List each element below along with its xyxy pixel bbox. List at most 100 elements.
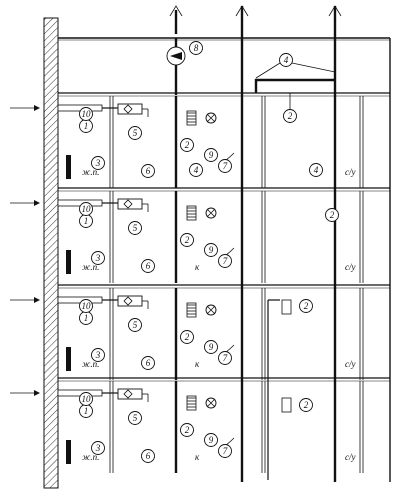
callout-4-top-circle	[279, 53, 293, 67]
callout-2-bath-circle	[283, 109, 297, 123]
callout-6: 6	[146, 451, 151, 461]
callout-7-circle	[218, 444, 232, 458]
room-label-bathroom: с/у	[345, 262, 356, 272]
radiator	[66, 155, 71, 179]
callout-10-circle	[79, 392, 93, 406]
callout-6-circle	[141, 356, 155, 370]
callout-2: 2	[185, 235, 190, 245]
callout-4-mid: 4	[314, 165, 319, 175]
callout-9-circle	[204, 148, 218, 162]
callout-10: 10	[82, 204, 92, 214]
callout-7-circle	[218, 254, 232, 268]
window	[57, 104, 103, 112]
callout-9: 9	[209, 150, 214, 160]
radiator	[66, 440, 71, 464]
callout-7: 7	[223, 446, 228, 456]
callout-2-shaft-circle	[325, 208, 339, 222]
radiator	[66, 250, 71, 274]
callout-5: 5	[133, 128, 138, 138]
callout-9: 9	[209, 245, 214, 255]
callout-2-circle	[180, 233, 194, 247]
callout-10-circle	[79, 202, 93, 216]
callout-3: 3	[95, 158, 101, 168]
window	[57, 199, 103, 207]
callout-6: 6	[146, 261, 151, 271]
vertical-duct-group	[169, 5, 342, 482]
callout-2: 2	[185, 332, 190, 342]
room-label-kitchen: к	[195, 452, 200, 462]
room-label-bathroom: с/у	[345, 359, 356, 369]
callout-5-circle	[128, 221, 142, 235]
callout-10: 10	[82, 394, 92, 404]
callout-4-mid-circle	[309, 163, 323, 177]
callout-5-circle	[128, 318, 142, 332]
window	[57, 296, 103, 304]
callout-1: 1	[84, 216, 89, 226]
callout-2-circle	[180, 138, 194, 152]
callout-10: 10	[82, 301, 92, 311]
callout-5: 5	[133, 223, 138, 233]
callout-4-kitchen-circle	[189, 163, 203, 177]
callout-1: 1	[84, 121, 89, 131]
callout-4-top: 4	[284, 55, 289, 65]
callout-5-circle	[128, 411, 142, 425]
room-label-kitchen: к	[195, 359, 200, 369]
callout-9: 9	[209, 342, 214, 352]
callout-3: 3	[95, 443, 101, 453]
callout-6-circle	[141, 449, 155, 463]
callout-6: 6	[146, 166, 151, 176]
exterior-wall	[43, 17, 59, 489]
callout-3-circle	[91, 156, 105, 170]
kitchen-radiator	[186, 395, 197, 411]
callout-3-circle	[91, 441, 105, 455]
room-label-living: ж.п.	[82, 262, 99, 272]
callout-1: 1	[84, 313, 89, 323]
callout-2-circle	[180, 330, 194, 344]
callout-2-floor3-circle	[299, 299, 313, 313]
room-label-living: ж.п.	[82, 452, 99, 462]
callout-3-circle	[91, 251, 105, 265]
callout-2-floor4-circle	[299, 398, 313, 412]
callout-2-circle	[180, 423, 194, 437]
callout-2-shaft: 2	[330, 210, 335, 220]
callout-3: 3	[95, 350, 101, 360]
room-label-bathroom: с/у	[345, 452, 356, 462]
callout-2-floor3: 2	[304, 301, 309, 311]
room-label-kitchen: к	[195, 262, 200, 272]
callout-5: 5	[133, 320, 138, 330]
window	[57, 389, 103, 397]
room-label-bathroom: с/у	[345, 167, 356, 177]
callout-2-floor4: 2	[304, 400, 309, 410]
callout-7: 7	[223, 161, 228, 171]
callout-7: 7	[223, 353, 228, 363]
callout-1: 1	[84, 406, 89, 416]
kitchen-radiator	[186, 205, 197, 221]
callout-9-circle	[204, 340, 218, 354]
callout-2: 2	[185, 425, 190, 435]
callout-3-circle	[91, 348, 105, 362]
callout-5: 5	[133, 413, 138, 423]
callout-7-circle	[218, 351, 232, 365]
callout-9-circle	[204, 243, 218, 257]
kitchen-radiator	[186, 302, 197, 318]
callout-7: 7	[223, 256, 228, 266]
callout-9: 9	[209, 435, 214, 445]
callout-10: 10	[82, 109, 92, 119]
callout-10-circle	[79, 299, 93, 313]
callout-8: 8	[194, 43, 199, 53]
callout-9-circle	[204, 433, 218, 447]
callout-10-circle	[79, 107, 93, 121]
callout-8-circle	[189, 41, 203, 55]
callout-4-kitchen: 4	[194, 165, 199, 175]
callout-5-circle	[128, 126, 142, 140]
callout-6-circle	[141, 259, 155, 273]
callout-6-circle	[141, 164, 155, 178]
room-label-living: ж.п.	[82, 359, 99, 369]
callout-2: 2	[185, 140, 190, 150]
callout-6: 6	[146, 358, 151, 368]
callout-3: 3	[95, 253, 101, 263]
callout-2-bath: 2	[288, 111, 293, 121]
radiator	[66, 347, 71, 371]
